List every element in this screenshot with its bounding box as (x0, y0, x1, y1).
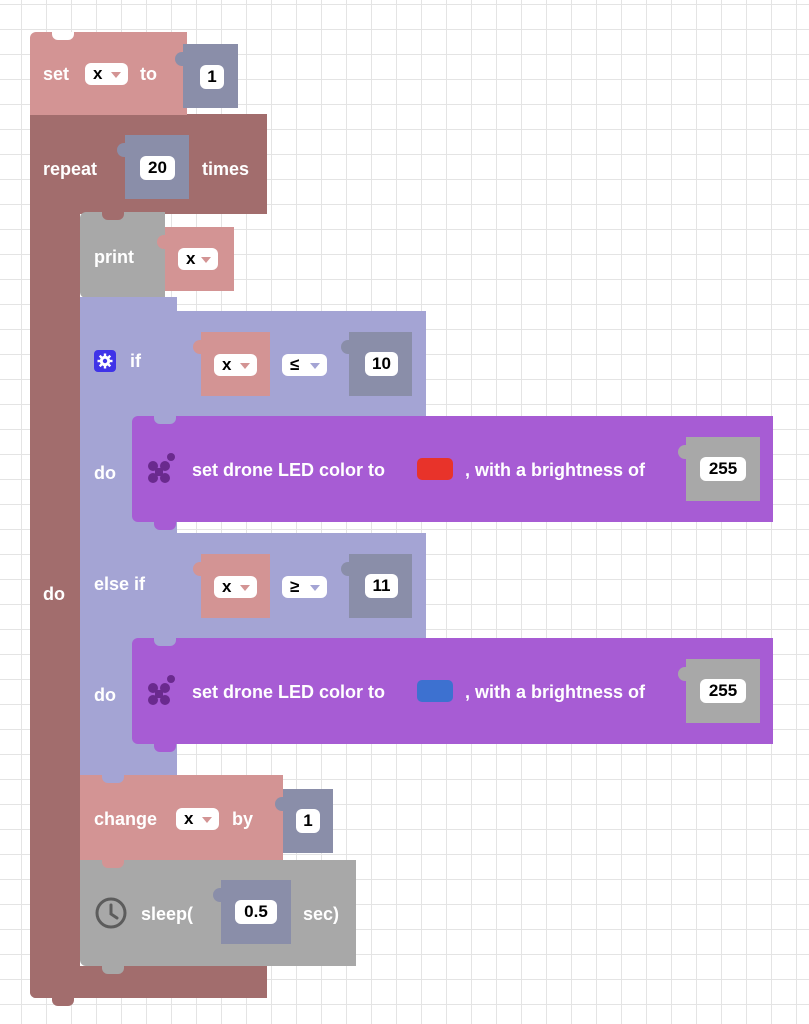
sleep-label: sleep( (141, 904, 194, 924)
sec-label: sec) (303, 904, 340, 924)
sleep-top-notch (102, 860, 124, 868)
led1-bottom-notch (154, 522, 176, 530)
print-arg-socket-nub (157, 235, 166, 249)
set-value-input[interactable]: 1 (200, 65, 224, 89)
set-block-top-notch (52, 32, 74, 40)
set-label: set (43, 64, 70, 84)
cond2-value-socket-nub (341, 562, 350, 576)
cond1-variable-dropdown[interactable]: x (214, 354, 257, 376)
sleep-value-input[interactable]: 0.5 (235, 900, 277, 924)
change-variable-dropdown[interactable]: x (176, 808, 219, 830)
drone-icon (146, 674, 176, 708)
led2-label: set drone LED color to (192, 682, 386, 702)
repeat-block-arm (30, 114, 80, 998)
by-label: by (232, 809, 254, 829)
print-top-notch (102, 212, 124, 220)
chevron-down-icon (310, 363, 320, 369)
cond1-value-socket-nub (341, 340, 350, 354)
gear-icon[interactable] (94, 350, 116, 372)
led1-brightness-socket-nub (678, 445, 687, 459)
do-label-1: do (94, 463, 116, 483)
led2-color-picker[interactable] (417, 680, 453, 702)
cond2-variable-dropdown[interactable]: x (214, 576, 257, 598)
repeat-block-bottom (30, 966, 267, 998)
cond2-value-input[interactable]: 11 (365, 574, 398, 598)
repeat-do-label: do (43, 584, 65, 604)
led2-brightness-input[interactable]: 255 (700, 679, 746, 703)
sleep-value-socket-nub (213, 888, 222, 902)
cond2-var-socket-nub (193, 562, 202, 576)
do-label-2: do (94, 685, 116, 705)
led2-brightness-socket-nub (678, 667, 687, 681)
cond1-var-socket-nub (193, 340, 202, 354)
change-top-notch (102, 775, 124, 783)
chevron-down-icon (111, 72, 121, 78)
led1-top-notch (154, 416, 176, 424)
led1-brightness-input[interactable]: 255 (700, 457, 746, 481)
change-value-input[interactable]: 1 (296, 809, 320, 833)
led1-color-picker[interactable] (417, 458, 453, 480)
repeat-times-input[interactable]: 20 (140, 156, 175, 180)
chevron-down-icon (201, 257, 211, 263)
change-value-socket-nub (275, 797, 284, 811)
cond2-operator-dropdown[interactable]: ≥ (282, 576, 327, 598)
to-label: to (140, 64, 157, 84)
change-label: change (94, 809, 158, 829)
repeat-times-socket-nub (117, 143, 126, 157)
chevron-down-icon (240, 585, 250, 591)
print-label: print (94, 247, 134, 267)
repeat-label: repeat (43, 159, 98, 179)
set-value-socket-nub (175, 52, 184, 66)
cond1-operator-dropdown[interactable]: ≤ (282, 354, 327, 376)
repeat-bottom-notch (52, 998, 74, 1006)
led2-brightness-label: , with a brightness of (465, 682, 646, 702)
sleep-bottom-notch (102, 966, 124, 974)
repeat-times-label: times (202, 159, 250, 179)
led2-bottom-notch (154, 744, 176, 752)
chevron-down-icon (240, 363, 250, 369)
chevron-down-icon (310, 585, 320, 591)
led1-brightness-label: , with a brightness of (465, 460, 646, 480)
set-variable-dropdown[interactable]: x (85, 63, 128, 85)
chevron-down-icon (202, 817, 212, 823)
led2-top-notch (154, 638, 176, 646)
drone-icon (146, 452, 176, 486)
if-label: if (130, 351, 141, 371)
print-variable-dropdown[interactable]: x (178, 248, 218, 270)
clock-icon (94, 896, 128, 930)
print-block[interactable] (80, 212, 165, 298)
led1-label: set drone LED color to (192, 460, 386, 480)
else-if-label: else if (94, 574, 146, 594)
cond1-value-input[interactable]: 10 (365, 352, 398, 376)
